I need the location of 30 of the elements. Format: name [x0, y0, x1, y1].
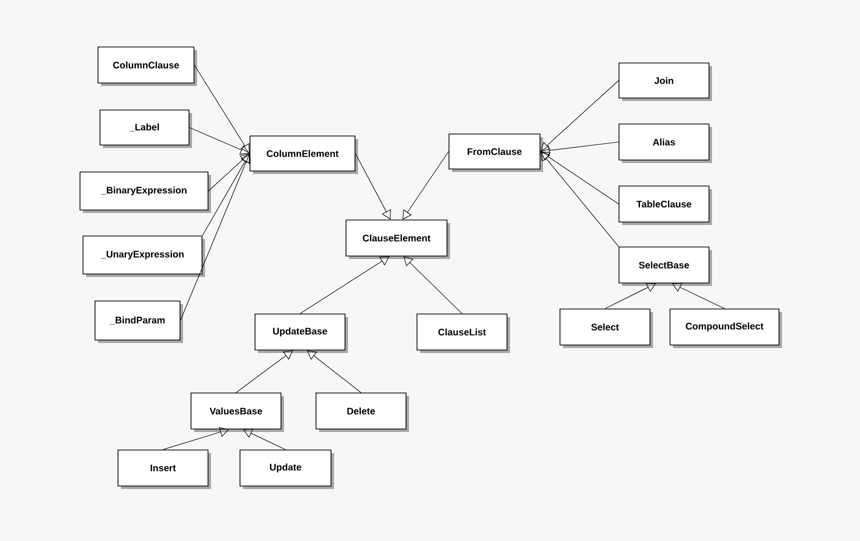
class-box: _UnaryExpression — [82, 236, 205, 277]
class-box: ColumnElement — [250, 136, 358, 174]
class-box: ValuesBase — [190, 392, 284, 432]
class-box: ClauseList — [416, 314, 510, 353]
inheritance-arrow — [202, 154, 250, 236]
class-box: UpdateBase — [254, 314, 348, 353]
inheritance-arrow — [672, 282, 725, 309]
inheritance-arrow — [307, 350, 362, 393]
class-box: _BindParam — [94, 300, 183, 343]
inheritance-arrow — [243, 428, 286, 450]
class-box: Alias — [618, 124, 712, 163]
class-box: CompoundSelect — [670, 308, 782, 348]
inheritance-arrow — [604, 282, 656, 309]
inheritance-arrow — [300, 256, 390, 314]
class-box: Join — [618, 62, 712, 101]
class-box: ClauseElement — [346, 220, 450, 259]
class-box: Update — [240, 450, 334, 489]
class-box: FromClause — [448, 134, 543, 172]
inheritance-arrow — [180, 154, 251, 321]
class-box: SelectBase — [618, 246, 712, 286]
class-box: _BinaryExpression — [80, 172, 211, 213]
class-box: _Label — [100, 110, 192, 148]
class-box: Delete — [316, 392, 409, 432]
inheritance-arrow — [162, 427, 229, 450]
class-box: Insert — [118, 450, 211, 489]
class-box: ColumnClause — [98, 46, 197, 86]
inheritance-arrow — [194, 64, 250, 154]
class-box: TableClause — [618, 186, 712, 225]
inheritance-arrow — [236, 350, 293, 393]
class-box: Select — [560, 308, 653, 348]
